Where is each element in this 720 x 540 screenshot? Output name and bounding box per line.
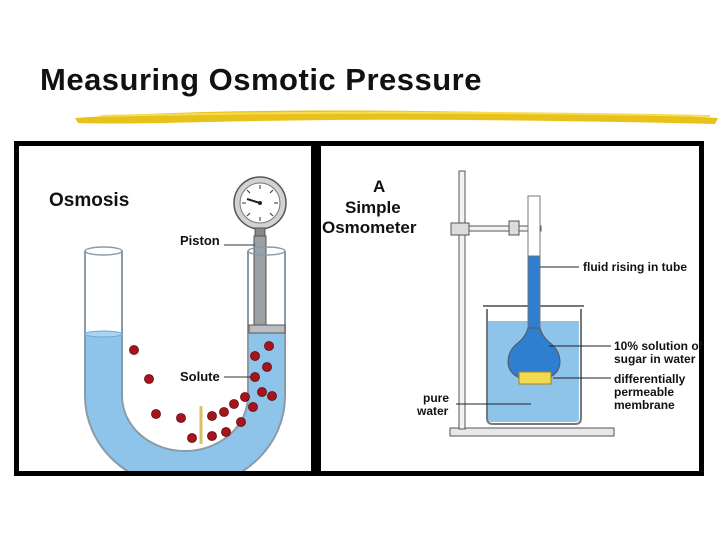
ring-stand: [449, 170, 615, 437]
membrane-label-line3: membrane: [614, 398, 675, 412]
piston-rod: [253, 235, 267, 327]
permeable-membrane: [518, 371, 552, 385]
piston-label: Piston: [180, 233, 220, 248]
osmosis-panel: Osmosis Piston Solute: [19, 146, 311, 471]
u-tube-glass: [84, 251, 286, 471]
osmometer-title-line1: A: [373, 177, 386, 196]
diagram-frame: Osmosis Piston Solute: [14, 141, 704, 476]
pure-water-label-line1: pure: [423, 391, 450, 405]
osmosis-title: Osmosis: [49, 190, 130, 211]
fluid-rising-label: fluid rising in tube: [583, 260, 687, 274]
pure-water-label-line2: water: [417, 404, 449, 418]
osmometer-title-line2: Simple: [345, 198, 401, 217]
tube-fluid: [527, 255, 541, 332]
solute-label: Solute: [180, 369, 220, 384]
slide-title: Measuring Osmotic Pressure: [40, 62, 482, 97]
title-underline: [75, 110, 718, 124]
membrane-label-line1: differentially: [614, 372, 686, 386]
osmometer-panel: A Simple Osmometer fluid rising in tube …: [321, 146, 703, 471]
solute-particles: [129, 341, 277, 443]
u-tube-water: [85, 331, 285, 471]
osmometer-diagram: [449, 170, 615, 437]
membrane-label-line2: permeable: [614, 385, 675, 399]
pressure-gauge: [233, 176, 287, 237]
osmometer-title-line3: Osmometer: [322, 218, 417, 237]
piston-head: [248, 324, 286, 334]
osmosis-diagram: [84, 176, 287, 471]
solution-label-line2: sugar in water: [614, 352, 696, 366]
solution-label-line1: 10% solution of: [614, 339, 703, 353]
